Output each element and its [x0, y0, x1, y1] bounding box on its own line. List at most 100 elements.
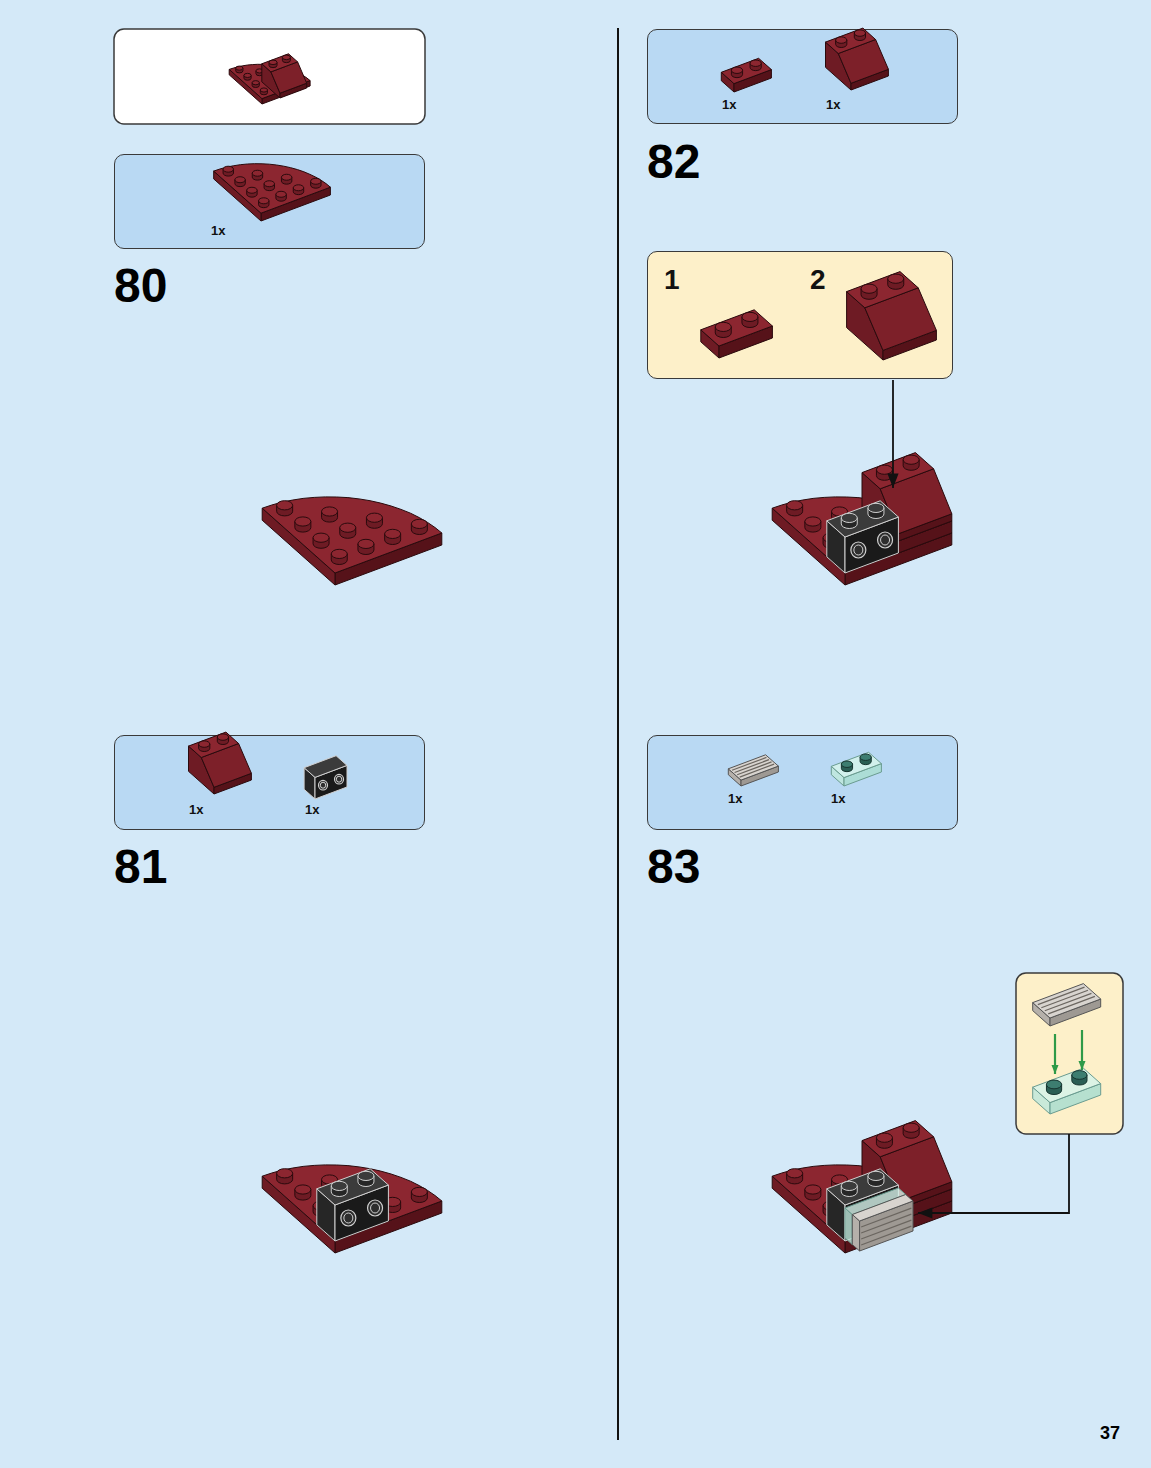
parts-illustration — [115, 736, 426, 831]
stud — [252, 170, 262, 176]
part-count: 1x — [722, 98, 736, 111]
groove-line — [1041, 990, 1088, 1007]
brick-face — [826, 28, 876, 53]
sub-step-number: 2 — [810, 266, 826, 294]
stud — [358, 1171, 374, 1180]
parts-illustration — [648, 30, 959, 125]
brick-face — [728, 755, 778, 780]
side-stud — [320, 782, 325, 788]
step-number: 81 — [114, 843, 167, 891]
stud — [295, 1185, 311, 1194]
brick-face — [862, 1121, 934, 1157]
stud — [264, 181, 274, 187]
parts-illustration — [648, 252, 954, 380]
arrow-head — [918, 1207, 932, 1218]
arrow-head — [1052, 1065, 1059, 1074]
stud — [260, 88, 267, 92]
stud — [277, 501, 293, 510]
stud — [385, 529, 401, 538]
brick-face — [831, 752, 881, 777]
brick-face — [701, 310, 773, 346]
side-stud — [851, 542, 866, 558]
stud — [223, 166, 233, 172]
stud — [235, 177, 245, 183]
groove-line — [1038, 987, 1085, 1004]
stud — [282, 55, 290, 60]
parts-box: 1x 1x — [114, 735, 425, 830]
stud — [805, 517, 821, 526]
stud — [868, 1171, 884, 1180]
stud — [1046, 1080, 1061, 1089]
stud — [295, 517, 311, 526]
side-stud — [878, 532, 893, 548]
groove-line — [737, 762, 771, 775]
groove-line — [1045, 993, 1092, 1010]
part-count: 1x — [728, 792, 742, 805]
stud — [715, 322, 731, 331]
stud — [860, 754, 871, 760]
stud — [322, 507, 338, 516]
step-number: 80 — [114, 262, 167, 310]
brick-face — [827, 501, 899, 537]
part-count: 1x — [305, 803, 319, 816]
stud — [358, 539, 374, 548]
groove-line — [861, 1208, 911, 1227]
stud — [277, 1169, 293, 1178]
parts-box: 1x 1x — [647, 29, 958, 124]
stud — [281, 174, 291, 180]
stud — [236, 66, 243, 70]
stud — [411, 519, 427, 528]
part-count: 1x — [831, 792, 845, 805]
stud — [868, 503, 884, 512]
step-number: 82 — [647, 138, 700, 186]
column-divider — [617, 28, 619, 1440]
stud — [876, 465, 892, 474]
stud — [293, 185, 303, 191]
model-step — [772, 1121, 952, 1253]
stud — [411, 1187, 427, 1196]
stud — [876, 1133, 892, 1142]
arrow-head — [1079, 1061, 1086, 1070]
part-count: 1x — [211, 224, 225, 237]
stud — [269, 60, 277, 65]
stud — [903, 455, 919, 464]
stud — [787, 1169, 803, 1178]
stud — [1072, 1071, 1087, 1080]
part-count: 1x — [826, 98, 840, 111]
side-stud — [881, 535, 890, 545]
parts-group — [721, 28, 888, 92]
pointer-line — [918, 1134, 1069, 1213]
stud — [750, 60, 761, 66]
brick-face — [1033, 1068, 1101, 1102]
groove-line — [732, 757, 766, 770]
groove-line — [735, 760, 769, 773]
model-step — [262, 1165, 442, 1253]
side-stud — [341, 1210, 356, 1226]
stud — [841, 513, 857, 522]
brick-face — [262, 54, 298, 72]
brick-face — [189, 732, 239, 757]
stud — [217, 734, 228, 740]
groove-line — [1048, 996, 1095, 1013]
parts-box: 1x 1x — [647, 735, 958, 830]
stud — [787, 501, 803, 510]
brick-face — [847, 272, 919, 308]
side-stud — [335, 774, 344, 784]
part-count: 1x — [189, 803, 203, 816]
side-stud — [368, 1200, 383, 1216]
stud — [742, 312, 758, 321]
parts-illustration — [648, 736, 959, 831]
stud — [244, 73, 251, 77]
stud — [313, 533, 329, 542]
stud — [731, 67, 742, 73]
step-number: 83 — [647, 843, 700, 891]
parts-group — [728, 752, 881, 786]
stud — [836, 37, 847, 43]
arrow-head — [887, 474, 898, 488]
stud — [331, 549, 347, 558]
stud — [841, 761, 852, 767]
brick-face — [862, 453, 934, 489]
brick-face — [262, 497, 442, 573]
pointer-line — [892, 380, 894, 488]
side-stud — [336, 776, 341, 782]
